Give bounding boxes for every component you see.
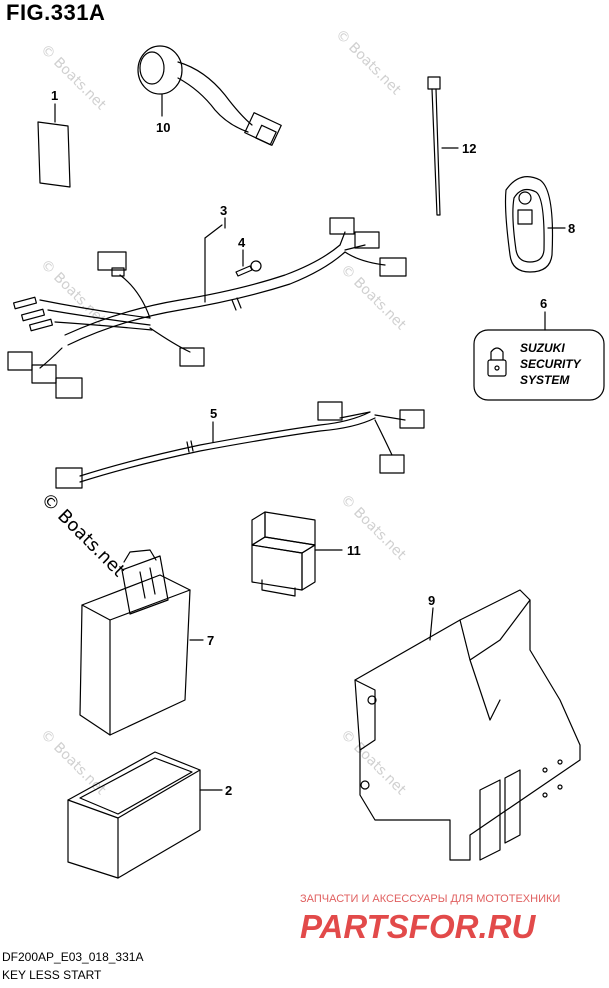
part-8-key-fob [504, 176, 566, 273]
part-12-cable-tie [427, 76, 459, 216]
part-label-9: 9 [428, 593, 435, 608]
part-3-harness [7, 217, 407, 399]
part-6-security-sticker [473, 311, 605, 401]
security-sticker-text: SUZUKI SECURITY SYSTEM [520, 341, 582, 387]
part-label-8: 8 [568, 221, 575, 236]
part-label-11: 11 [347, 543, 361, 558]
part-label-1: 1 [51, 88, 58, 103]
watermark-text: © Boats.net [337, 727, 409, 799]
promo-watermark: ЗАПЧАСТИ И АКСЕССУАРЫ ДЛЯ МОТОТЕХНИКИ PA… [300, 893, 560, 945]
figure-title: FIG.331A [6, 0, 106, 25]
part-label-3: 3 [220, 203, 227, 218]
part-10-sensor [137, 45, 282, 146]
part-label-2: 2 [225, 783, 232, 798]
watermark-text: © Boats.net [332, 27, 404, 99]
watermark-text: © Boats.net [37, 42, 109, 114]
part-5-harness [55, 401, 425, 489]
promo-text: ЗАПЧАСТИ И АКСЕССУАРЫ ДЛЯ МОТОТЕХНИКИ [300, 893, 560, 905]
part-label-6: 6 [540, 296, 547, 311]
part-label-7: 7 [207, 633, 214, 648]
part-7-control-module [79, 549, 204, 736]
part-11-relay [251, 511, 343, 597]
figure-caption: KEY LESS START [2, 968, 102, 982]
figure-code: DF200AP_E03_018_331A [2, 950, 144, 964]
promo-brand: PARTSFOR.RU [300, 908, 536, 945]
part-2-tray [67, 751, 223, 879]
sticker-line-1: SUZUKI [520, 341, 565, 355]
part-label-12: 12 [462, 141, 476, 156]
part-labels: 1 2 3 4 5 6 7 8 9 10 11 12 [51, 88, 575, 798]
part-label-4: 4 [238, 235, 246, 250]
part-label-5: 5 [210, 406, 217, 421]
part-4-bolt [235, 249, 262, 277]
watermark-large: © Boats.net [36, 489, 128, 581]
sticker-line-2: SECURITY [520, 357, 582, 371]
watermarks: © Boats.net © Boats.net © Boats.net © Bo… [36, 27, 409, 799]
part-9-bracket [354, 589, 581, 861]
sticker-line-3: SYSTEM [520, 373, 570, 387]
part-1-card [37, 103, 71, 188]
watermark-text: © Boats.net [337, 262, 409, 334]
part-label-10: 10 [156, 120, 170, 135]
